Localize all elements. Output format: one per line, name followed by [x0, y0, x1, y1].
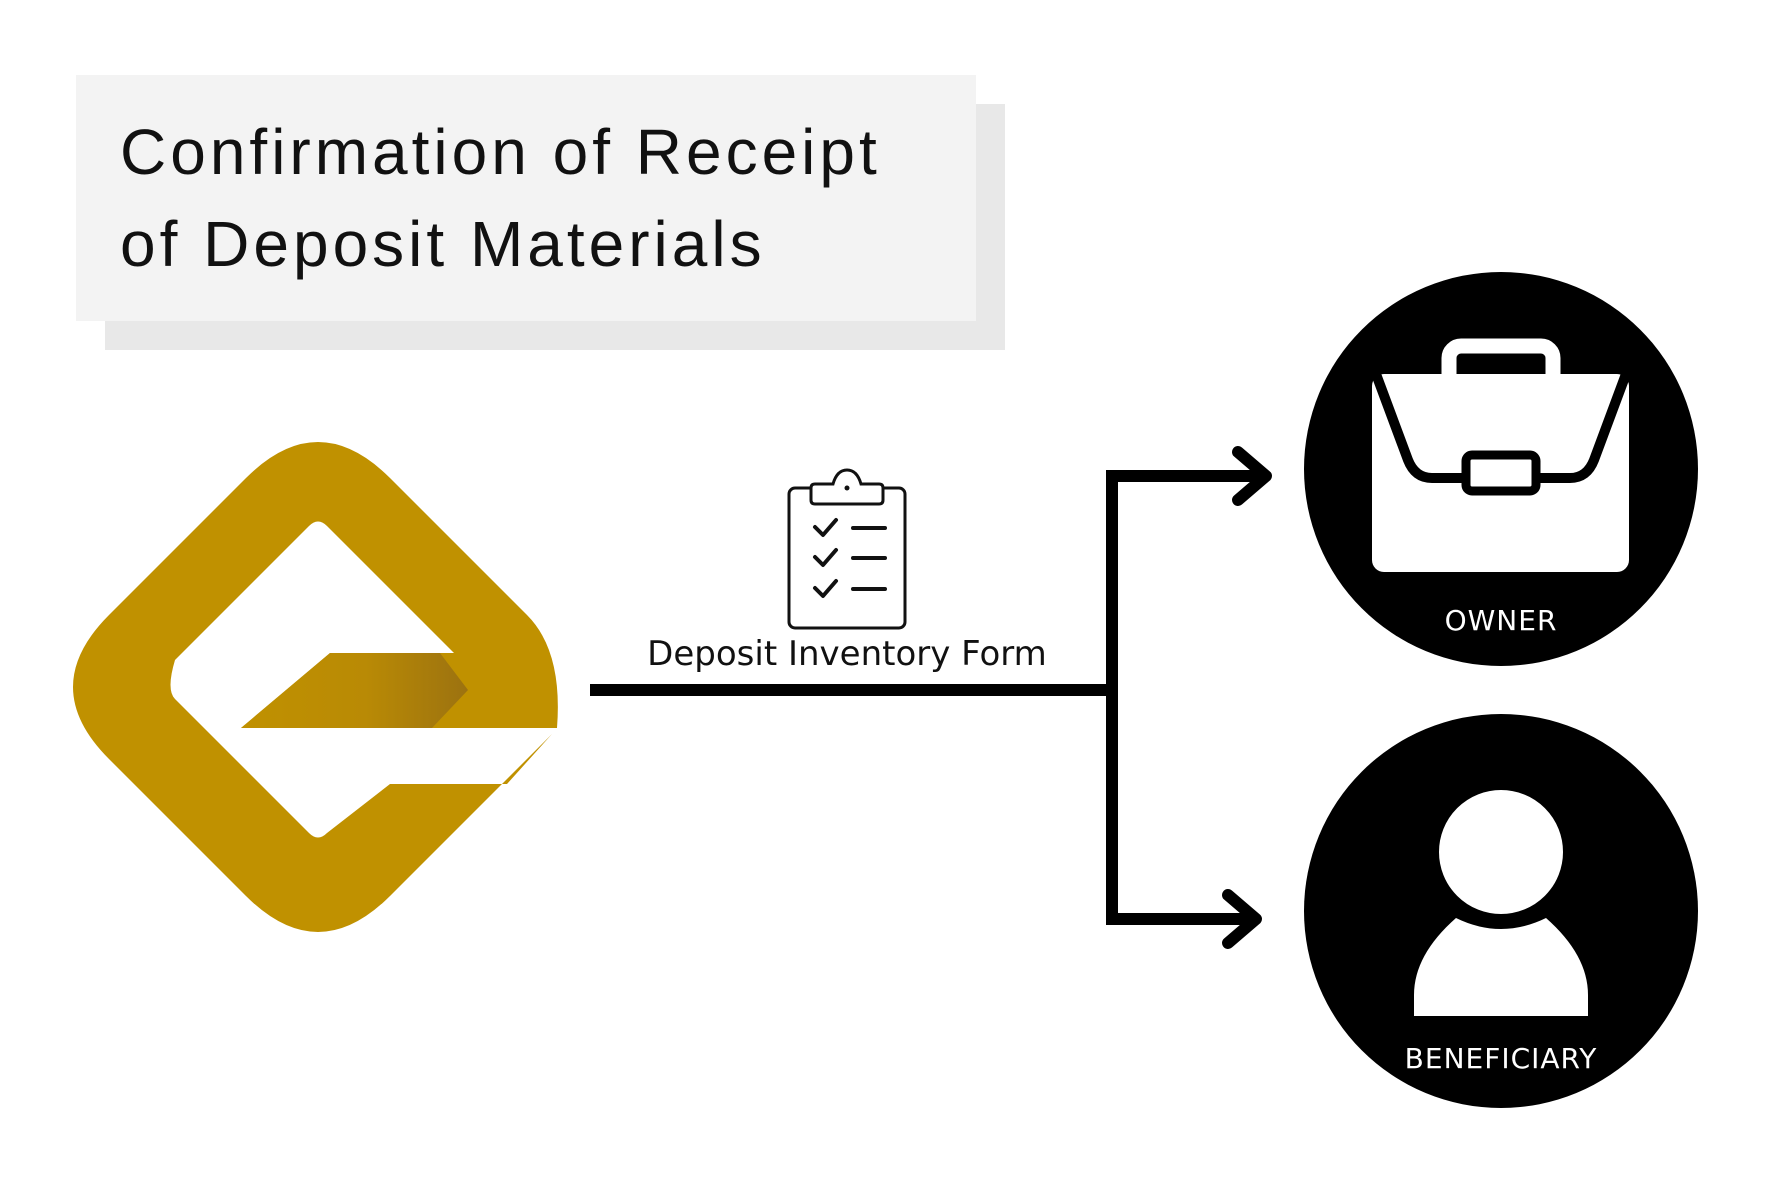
briefcase-icon: [1371, 338, 1631, 572]
person-icon: [1414, 782, 1588, 1016]
beneficiary-node: BENEFICIARY: [1304, 714, 1698, 1108]
title-card: Confirmation of Receipt of Deposit Mater…: [76, 75, 976, 321]
clipboard-checklist-icon: [787, 468, 907, 630]
arrowhead-beneficiary: [1222, 889, 1262, 949]
owner-label: OWNER: [1445, 604, 1558, 637]
connector-lines: [590, 470, 1262, 925]
arrowhead-owner: [1232, 446, 1272, 506]
owner-node: OWNER: [1304, 272, 1698, 666]
beneficiary-label: BENEFICIARY: [1405, 1042, 1598, 1075]
logo-bar-shape: [241, 653, 468, 728]
title-line-2: of Deposit Materials: [120, 208, 766, 280]
title-line-1: Confirmation of Receipt: [120, 116, 881, 188]
company-logo-icon: [73, 442, 558, 932]
edge-label: Deposit Inventory Form: [647, 634, 1047, 674]
